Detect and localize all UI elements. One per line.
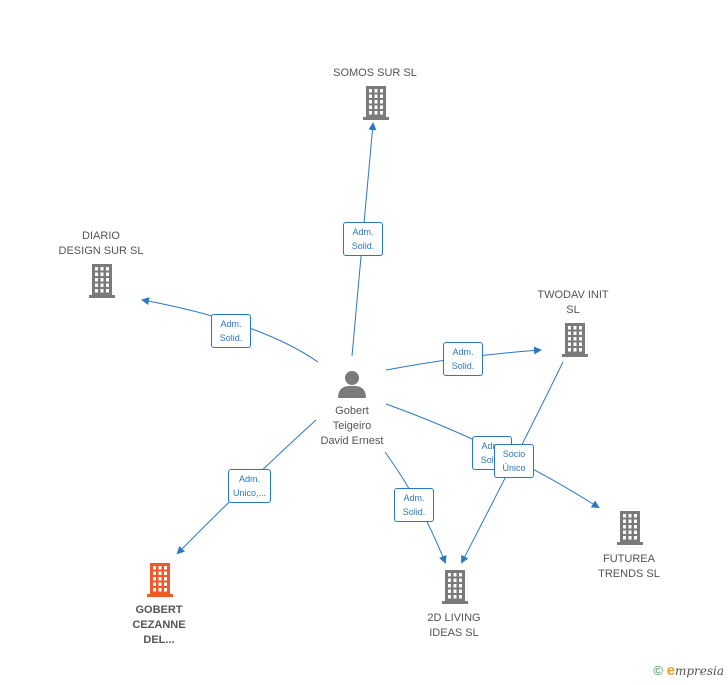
building-icon[interactable]	[562, 323, 588, 357]
footer-brand: © empresia	[653, 662, 724, 679]
nodes-layer	[89, 86, 643, 604]
company-label-cezanne[interactable]: GOBERT CEZANNE DEL...	[132, 604, 186, 646]
brand-name: mpresia	[674, 664, 724, 678]
building-icon[interactable]	[617, 511, 643, 545]
company-label-living[interactable]: 2D LIVING IDEAS SL	[427, 612, 481, 639]
company-label-diario[interactable]: DIARIO DESIGN SUR SL	[58, 230, 144, 257]
building-icon[interactable]	[147, 563, 173, 597]
building-icon[interactable]	[89, 264, 115, 298]
brand-initial: e	[666, 662, 675, 679]
company-label-somos[interactable]: SOMOS SUR SL	[333, 67, 417, 79]
company-label-twodav[interactable]: TWODAV INIT SL	[537, 289, 609, 316]
edge-label-center-cezanne[interactable]: Adm. Unico,...	[228, 469, 272, 503]
company-label-futurea[interactable]: FUTUREA TRENDS SL	[598, 553, 660, 580]
building-icon[interactable]	[363, 86, 389, 120]
edge-label-center-twodav[interactable]: Adm. Solid.	[443, 342, 483, 376]
copyright-icon: ©	[653, 663, 663, 678]
edge-label-center-living[interactable]: Adm. Solid.	[394, 488, 434, 522]
edge-label-twodav-living[interactable]: Socio Único	[494, 444, 534, 478]
person-label[interactable]: Gobert Teigeiro David Ernest	[320, 405, 384, 447]
person-icon[interactable]	[338, 371, 366, 398]
edge-label-center-somos[interactable]: Adm. Solid.	[343, 222, 383, 256]
edge-label-center-diario[interactable]: Adm. Solid.	[211, 314, 251, 348]
building-icon[interactable]	[442, 570, 468, 604]
